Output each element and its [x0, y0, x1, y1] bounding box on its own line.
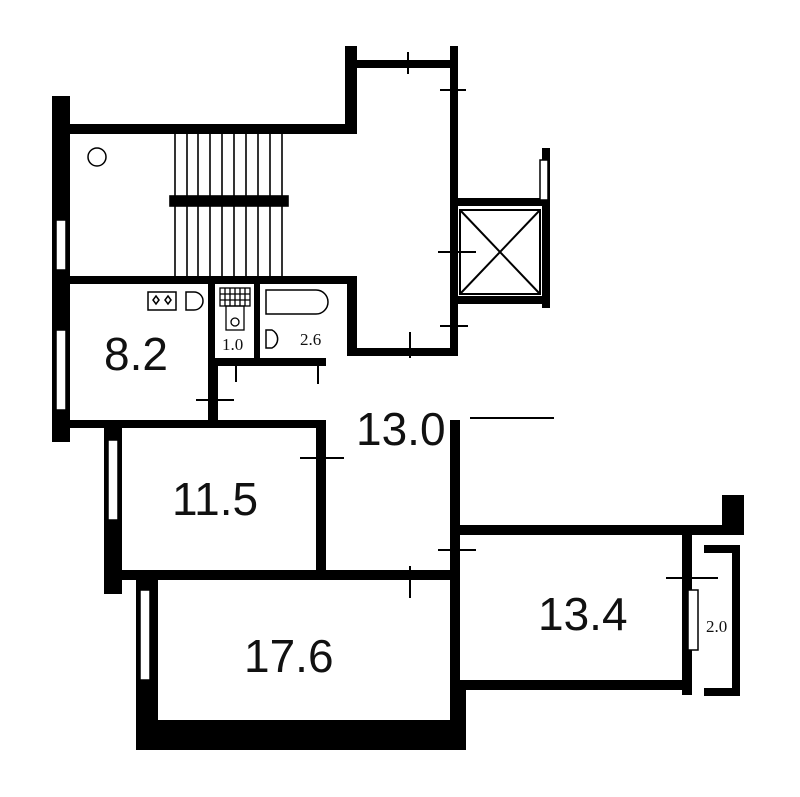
washbasin-icon — [265, 329, 279, 349]
room-area-toilet: 1.0 — [222, 335, 243, 354]
chute-icon — [87, 147, 107, 167]
staircase-icon — [169, 134, 289, 276]
toilet-icon — [219, 287, 251, 331]
room-area-kitchen: 8.2 — [104, 328, 168, 380]
bathtub-icon — [265, 289, 329, 315]
windows — [55, 159, 699, 681]
room-area-room-east: 13.4 — [538, 588, 628, 640]
sink-icon — [185, 291, 204, 311]
room-area-balcony: 2.0 — [706, 617, 727, 636]
room-area-bathroom: 2.6 — [300, 330, 321, 349]
room-labels: 8.2 1.0 2.6 13.0 11.5 17.6 13.4 2.0 — [104, 328, 727, 682]
room-area-bedroom: 11.5 — [172, 473, 258, 525]
room-area-living-room: 17.6 — [244, 630, 334, 682]
room-interiors — [70, 68, 732, 720]
door-marks — [196, 52, 718, 598]
elevator-shaft-icon — [459, 209, 541, 295]
stove-icon — [147, 291, 177, 311]
walls — [52, 46, 744, 750]
room-area-hall: 13.0 — [356, 403, 446, 455]
